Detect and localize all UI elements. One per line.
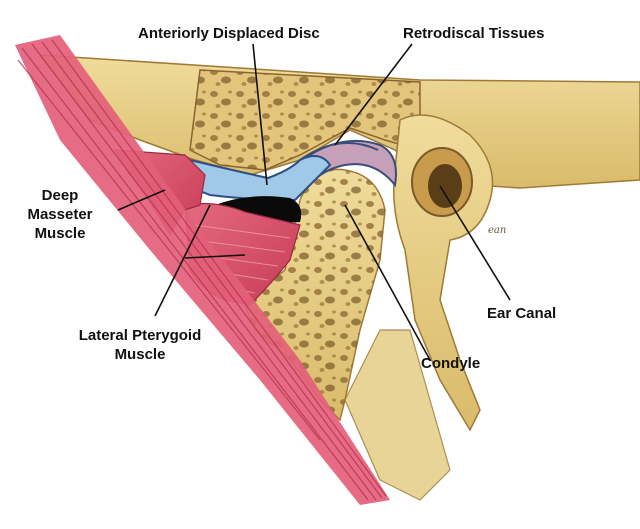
masseter-fibers	[17, 39, 387, 501]
label-condyle: Condyle	[421, 355, 481, 372]
label-anteriorly-displaced-disc: Anteriorly Displaced Disc	[138, 25, 320, 42]
label-retrodiscal-tissues: Retrodiscal Tissues	[403, 25, 545, 42]
label-lateral-pterygoid-muscle: Lateral Pterygoid Muscle	[78, 327, 202, 363]
mandible-body	[344, 329, 451, 501]
label-deep-masseter-muscle: Deep Masseter Muscle	[27, 187, 93, 242]
label-ear-canal: Ear Canal	[487, 305, 557, 322]
leader-lines	[117, 43, 511, 361]
artist-signature: ean	[488, 225, 506, 236]
